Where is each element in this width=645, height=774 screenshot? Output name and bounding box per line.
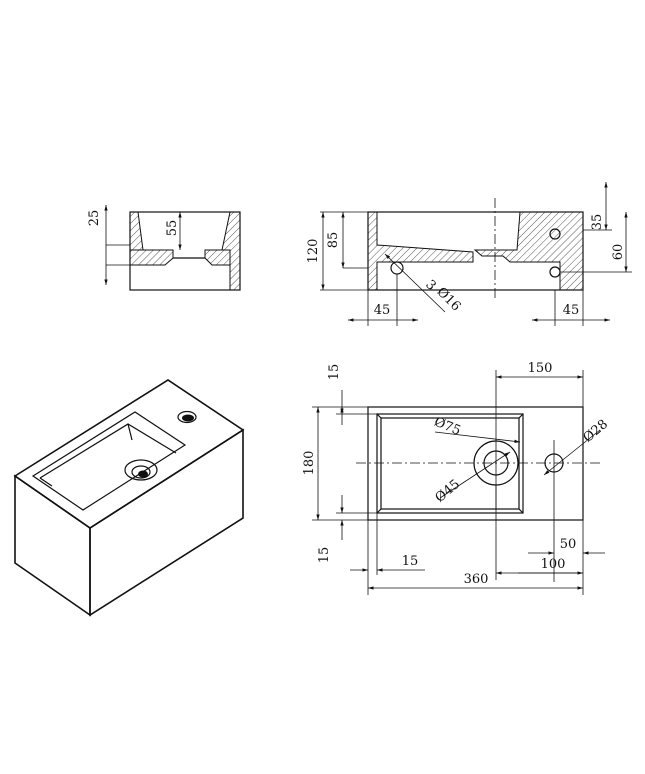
side-floor-right <box>204 249 231 266</box>
dim-plan-15-bottom: 15 <box>317 547 332 564</box>
dim-front-45-left: 45 <box>374 303 391 318</box>
iso-basin-rim <box>31 411 187 511</box>
dim-front-60: 60 <box>611 244 626 261</box>
side-outline <box>129 211 241 291</box>
iso-tap-hole <box>177 410 197 424</box>
dim-plan-d28: Ø28 <box>581 417 611 446</box>
iso-top-face <box>13 379 245 529</box>
dim-plan-360: 360 <box>464 572 489 587</box>
isometric-view <box>13 379 245 617</box>
iso-front-face <box>14 474 91 617</box>
dim-front-d16: Ø16 <box>434 285 464 315</box>
plan-basin-inner <box>380 417 520 510</box>
dim-front-85: 85 <box>326 232 341 249</box>
side-section-view: 25 55 <box>87 205 241 291</box>
dim-plan-50: 50 <box>560 537 577 552</box>
dim-front-120: 120 <box>306 239 321 264</box>
plan-basin-outer <box>376 413 524 514</box>
iso-right-face <box>89 428 244 617</box>
dim-plan-15-top: 15 <box>327 364 342 381</box>
side-left-wall <box>129 211 144 251</box>
dim-plan-d45: Ø45 <box>433 477 463 506</box>
dim-side-25: 25 <box>87 210 102 227</box>
dim-plan-100: 100 <box>541 557 566 572</box>
dim-side-55: 55 <box>165 220 180 237</box>
plan-outline <box>367 406 584 521</box>
iso-basin-wall <box>39 423 177 479</box>
dim-front-35: 35 <box>590 214 605 231</box>
plan-view: Ø75 Ø45 Ø28 150 180 15 15 15 <box>302 361 611 595</box>
dim-plan-150: 150 <box>528 361 553 376</box>
dim-plan-15-horiz: 15 <box>402 554 419 569</box>
front-right-section <box>473 211 584 291</box>
front-left-section <box>367 211 474 291</box>
iso-drain <box>124 459 158 481</box>
side-floor-left <box>129 249 174 266</box>
front-section-view: 120 85 35 60 45 45 3 Ø16 <box>306 182 632 326</box>
dim-front-45-right: 45 <box>563 303 580 318</box>
dim-plan-180: 180 <box>302 451 317 476</box>
